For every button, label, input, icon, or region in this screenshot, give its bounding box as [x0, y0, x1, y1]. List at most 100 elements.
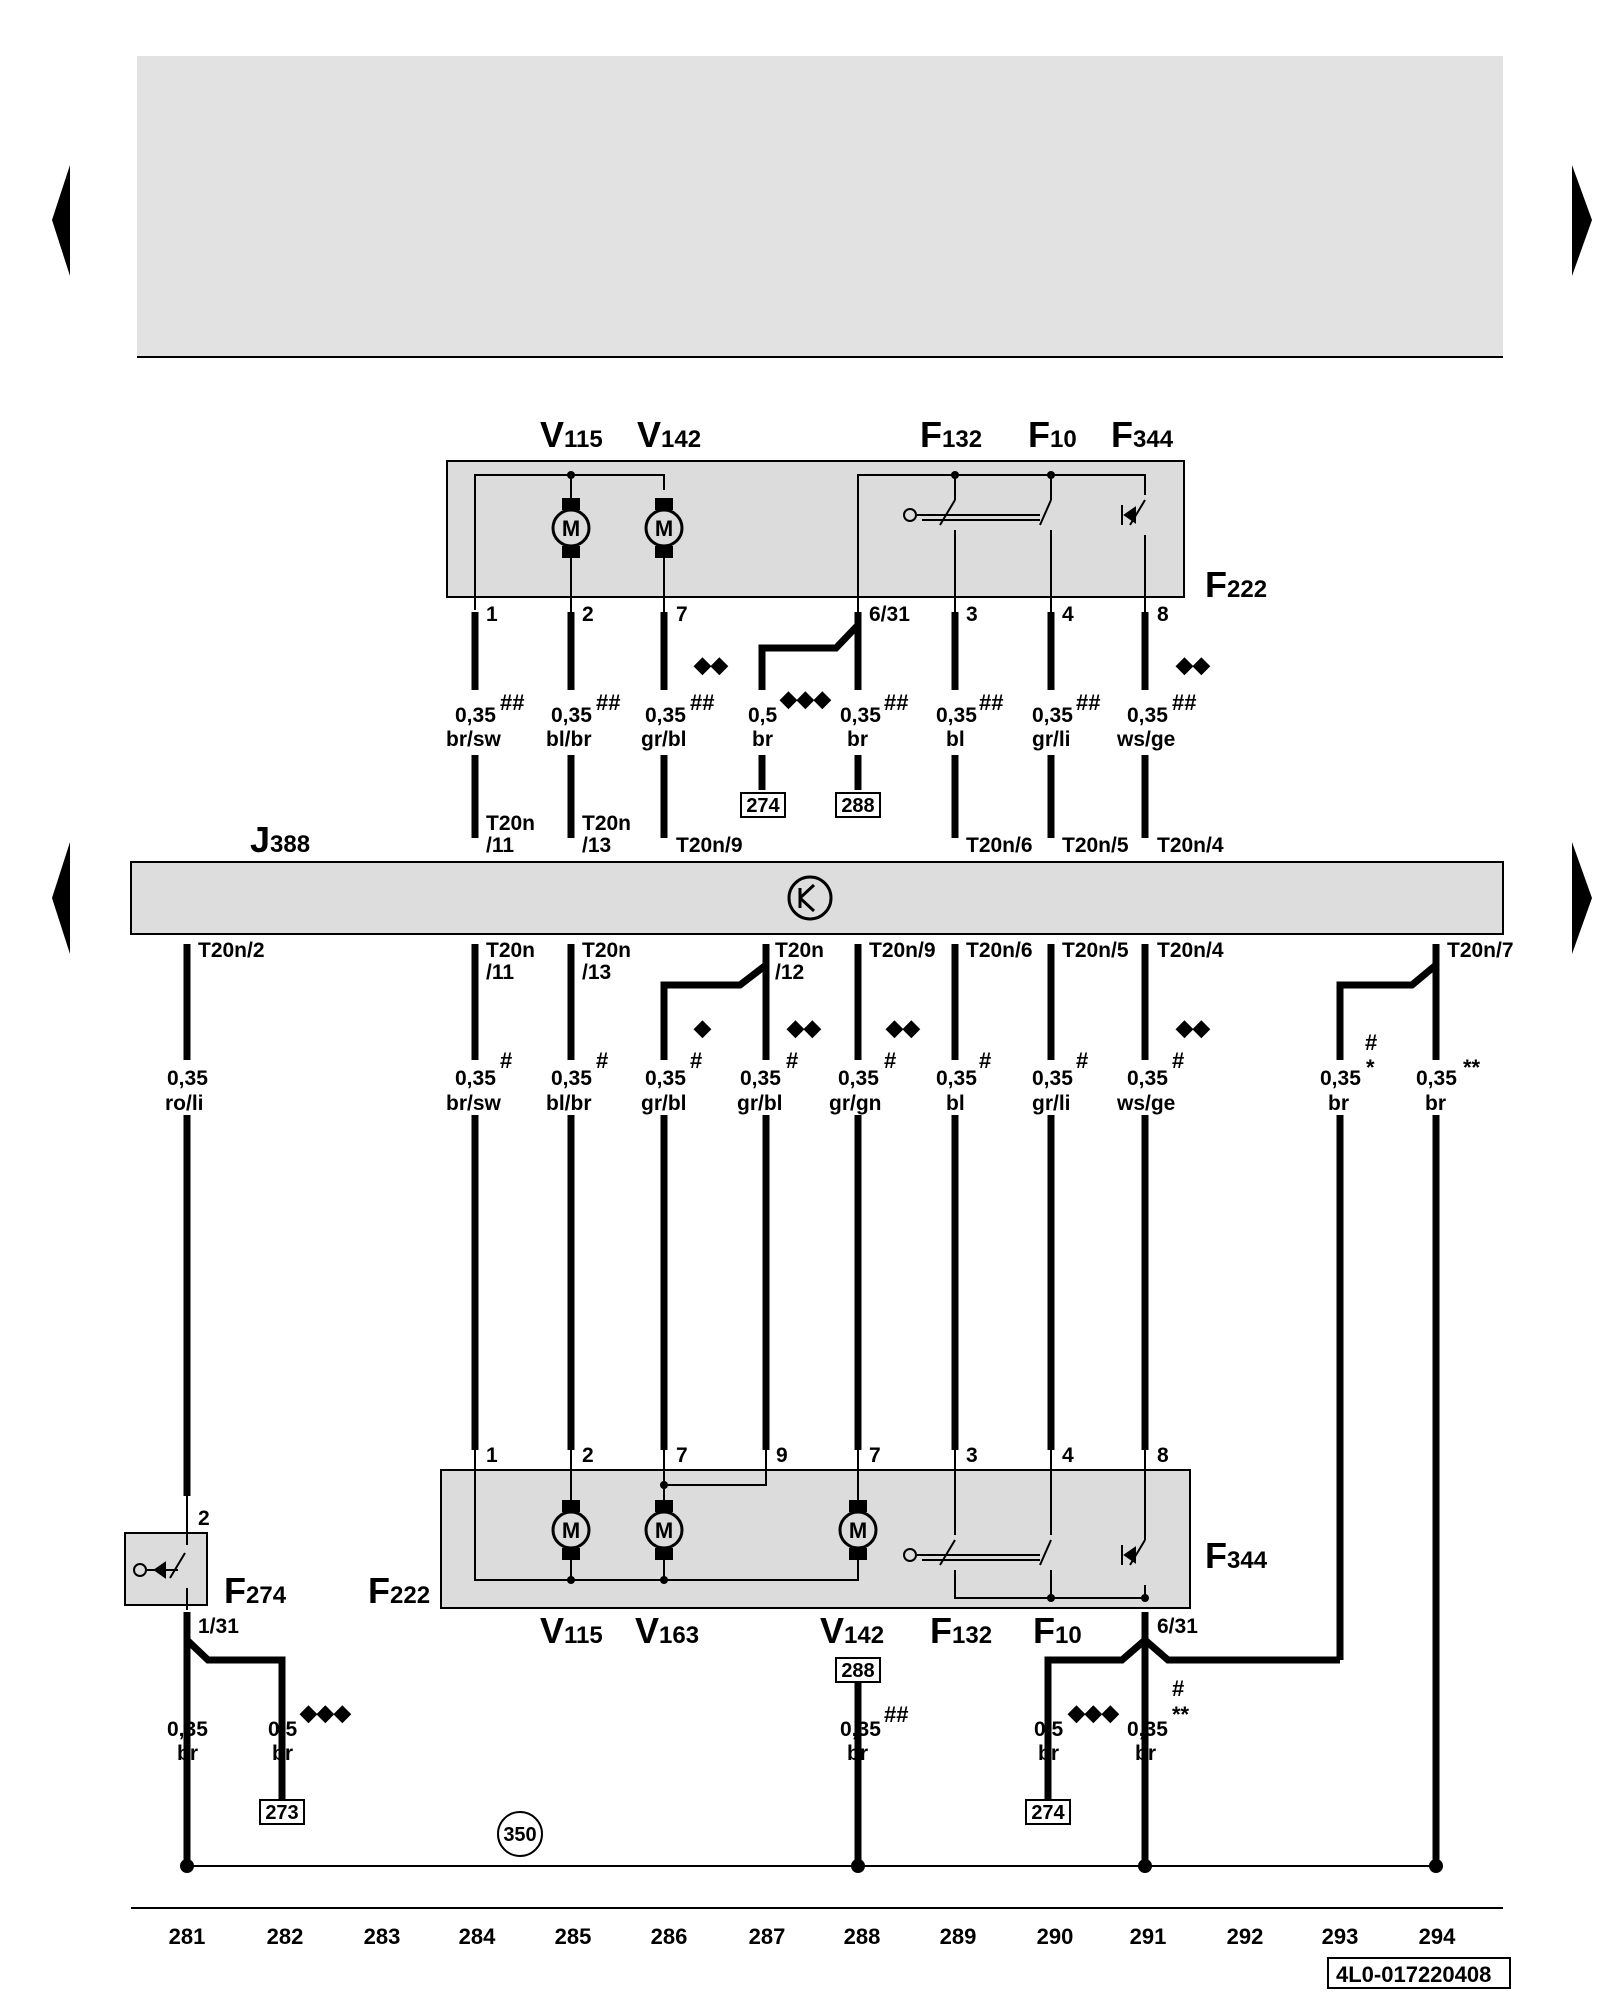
svg-text:287: 287: [749, 1924, 786, 1949]
svg-text:0,35: 0,35: [936, 704, 977, 727]
svg-text:M: M: [562, 1518, 580, 1543]
next-page-icon-2[interactable]: [1572, 842, 1592, 954]
bottom-component-labels: V115 V163 V142 F132 F10 F344 F222 F274: [224, 1535, 1268, 1651]
svg-text:0,35: 0,35: [840, 704, 881, 727]
svg-text:0,35: 0,35: [838, 1067, 879, 1090]
svg-text:T20n/6: T20n/6: [966, 834, 1033, 857]
svg-text:T20n/4: T20n/4: [1157, 834, 1224, 857]
svg-text:##: ##: [1076, 690, 1100, 715]
svg-text:◆◆: ◆◆: [1175, 1015, 1211, 1040]
column-numbers: 281 282 283 284 285 286 287 288 289 290 …: [169, 1924, 1456, 1949]
top-component-labels: V115 V142 F132 F10 F344 F222: [540, 414, 1267, 605]
next-page-icon[interactable]: [1572, 165, 1592, 276]
label-v115-top: V115: [540, 414, 603, 455]
svg-text:T20n: T20n: [582, 939, 631, 962]
svg-text:ws/ge: ws/ge: [1116, 1092, 1175, 1115]
svg-text:br/sw: br/sw: [446, 728, 502, 751]
pin-label: 7: [676, 603, 688, 626]
svg-text:294: 294: [1419, 1924, 1456, 1949]
svg-text:M: M: [655, 516, 673, 541]
svg-text:T20n/5: T20n/5: [1062, 939, 1129, 962]
svg-text:/13: /13: [582, 834, 611, 857]
ref-box-288-bottom[interactable]: 288: [835, 1657, 881, 1683]
svg-text:br: br: [1135, 1742, 1156, 1765]
svg-text:br: br: [1425, 1092, 1446, 1115]
svg-text:br/sw: br/sw: [446, 1092, 502, 1115]
svg-text:293: 293: [1322, 1924, 1359, 1949]
bottom-connector-labels: T20n/2 T20n /11 T20n /13 T20n /12 T20n/9…: [198, 939, 1514, 984]
svg-text:gr/gn: gr/gn: [829, 1092, 882, 1115]
svg-text:8: 8: [1157, 1444, 1169, 1467]
svg-text:0,35: 0,35: [167, 1718, 208, 1741]
svg-text:1: 1: [486, 1444, 498, 1467]
svg-text:◆◆: ◆◆: [1175, 652, 1211, 677]
svg-text:0,35: 0,35: [551, 1067, 592, 1090]
svg-text:bl: bl: [946, 1092, 965, 1115]
ref-box-288[interactable]: 288: [835, 792, 881, 818]
svg-text:0,35: 0,35: [645, 704, 686, 727]
svg-text:F274: F274: [224, 1570, 287, 1611]
label-f10-top: F10: [1028, 414, 1077, 455]
svg-text:/13: /13: [582, 961, 611, 984]
svg-text:7: 7: [676, 1444, 688, 1467]
svg-text:bl/br: bl/br: [546, 728, 592, 751]
svg-text:◆◆◆: ◆◆◆: [299, 1700, 352, 1725]
svg-text:/12: /12: [775, 961, 804, 984]
label-f132-top: F132: [920, 414, 982, 455]
svg-text:br: br: [847, 1742, 868, 1765]
svg-text:6/31: 6/31: [1157, 1615, 1198, 1638]
svg-text:#: #: [884, 1048, 896, 1073]
svg-text:##: ##: [690, 690, 714, 715]
svg-text:288: 288: [841, 1660, 874, 1682]
label-j388: J388: [250, 819, 310, 860]
svg-text:◆◆◆: ◆◆◆: [779, 686, 832, 711]
pin-label: 4: [1062, 603, 1074, 626]
svg-text:9: 9: [776, 1444, 788, 1467]
svg-text:T20n/2: T20n/2: [198, 939, 265, 962]
prev-page-icon-2[interactable]: [52, 842, 70, 954]
svg-text:◆◆: ◆◆: [786, 1015, 822, 1040]
svg-text:#: #: [1076, 1048, 1088, 1073]
svg-text:0,35: 0,35: [1127, 704, 1168, 727]
svg-text:285: 285: [555, 1924, 592, 1949]
svg-text:F10: F10: [1033, 1610, 1082, 1651]
svg-text:gr/bl: gr/bl: [641, 1092, 687, 1115]
ground-point-350[interactable]: 350: [497, 1811, 543, 1857]
svg-text:br: br: [847, 728, 868, 751]
ref-box-274-bottom[interactable]: 274: [1025, 1799, 1071, 1825]
svg-text:##: ##: [596, 690, 620, 715]
svg-text:0,35: 0,35: [455, 704, 496, 727]
svg-text:**: **: [1172, 1702, 1190, 1727]
switch-icon: [903, 499, 1146, 526]
svg-text:#: #: [979, 1048, 991, 1073]
svg-text:274: 274: [746, 795, 780, 817]
ground-wires: [183, 1612, 1340, 1866]
svg-text:286: 286: [651, 1924, 688, 1949]
svg-text:0,35: 0,35: [840, 1718, 881, 1741]
motor-icon: M: [551, 498, 591, 558]
svg-text:T20n: T20n: [582, 812, 631, 835]
svg-text:M: M: [655, 1518, 673, 1543]
ref-box-273[interactable]: 273: [259, 1799, 305, 1825]
svg-text:gr/bl: gr/bl: [641, 728, 687, 751]
top-box-internal-wiring: [474, 474, 1146, 612]
switch-icon: [133, 1496, 188, 1610]
pin-label: 2: [582, 603, 594, 626]
motor-icon: M: [551, 1500, 591, 1560]
top-connector-labels: T20n /11 T20n /13 T20n/9 T20n/6 T20n/5 T…: [486, 812, 1224, 857]
ref-box-274[interactable]: 274: [740, 792, 786, 818]
pin-label: 3: [966, 603, 978, 626]
svg-text:##: ##: [1172, 690, 1196, 715]
svg-text:2: 2: [198, 1507, 210, 1530]
svg-text:0,35: 0,35: [645, 1067, 686, 1090]
svg-text:0,35: 0,35: [1032, 1067, 1073, 1090]
svg-text:br: br: [752, 728, 773, 751]
svg-text:ro/li: ro/li: [165, 1092, 204, 1115]
svg-text:T20n: T20n: [775, 939, 824, 962]
svg-text:gr/li: gr/li: [1032, 1092, 1071, 1115]
svg-text:T20n/7: T20n/7: [1447, 939, 1514, 962]
prev-page-icon[interactable]: [52, 165, 70, 276]
svg-text:281: 281: [169, 1924, 206, 1949]
